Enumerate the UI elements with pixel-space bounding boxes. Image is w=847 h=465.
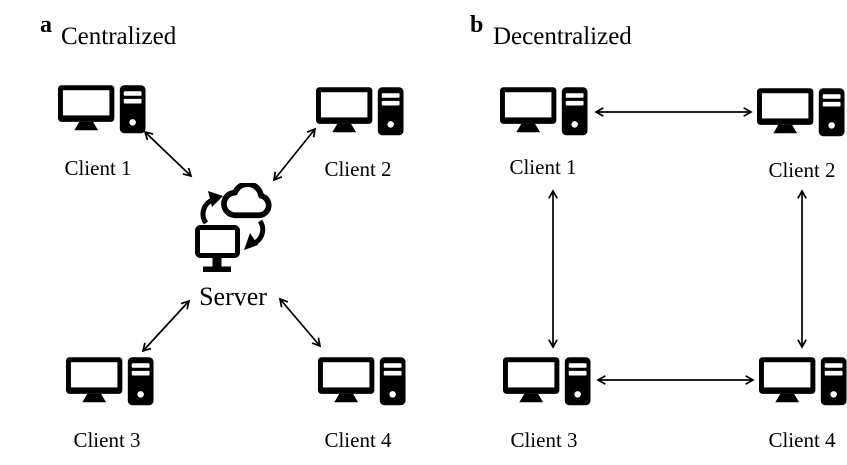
panel-a-server-label: Server [199,282,267,311]
desktop-computer-icon [503,357,591,406]
cloud-sync-server-icon [195,183,273,277]
desktop-computer-icon [500,87,588,136]
panel-a-client3-label: Client 3 [73,428,141,452]
desktop-computer-icon [316,87,404,136]
edge-a-client2-server [272,127,317,182]
panel-b-title: Decentralized [493,23,632,50]
panel-a-client2-label: Client 2 [324,157,392,181]
desktop-computer-icon [58,85,146,134]
desktop-computer-icon [759,357,847,406]
panel-b-letter: b [470,12,484,38]
panel-b-client3-label: Client 3 [510,428,578,452]
panel-b-client1-label: Client 1 [509,155,577,179]
panel-a-title: Centralized [61,23,177,50]
panel-b-client2-label: Client 2 [768,158,836,182]
panel-b-client4-label: Client 4 [768,428,836,452]
panel-a-letter: a [40,12,52,38]
edge-a-client1-server [143,130,193,178]
desktop-computer-icon [757,88,845,137]
panel-a-client4-label: Client 4 [324,428,392,452]
panel-a-client1-label: Client 1 [64,156,132,180]
desktop-computer-icon [66,357,154,406]
edge-a-client4-server [278,297,322,348]
edge-a-client3-server [141,299,191,353]
desktop-computer-icon [318,357,406,406]
